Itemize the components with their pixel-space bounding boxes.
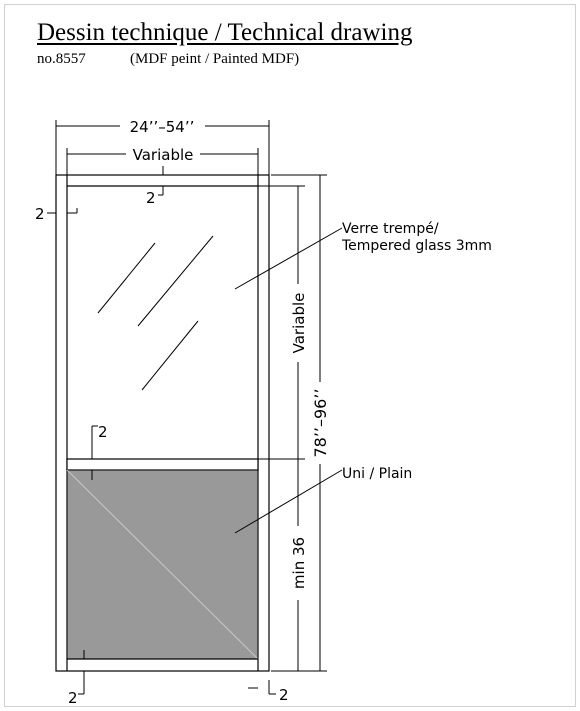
right-stile-marker	[248, 680, 276, 695]
bottom-rail-marker	[78, 650, 85, 695]
middle-rail	[66, 458, 259, 471]
middle-rail-marker	[91, 425, 98, 480]
glass-callout-line2: Tempered glass 3mm	[341, 238, 492, 254]
overall-width-dimension	[55, 120, 270, 175]
lower-height-label: min 36	[290, 537, 308, 589]
panel-diagonal	[66, 469, 259, 660]
right-stile-dim-label: 2	[279, 686, 289, 704]
height-dimensions	[258, 174, 327, 672]
left-stile-dim-label: 2	[35, 205, 45, 223]
glass-panel	[97, 235, 214, 391]
panel-callout: Uni / Plain	[342, 466, 412, 482]
overall-width-label: 24’’–54’’	[130, 118, 195, 136]
page-border	[4, 4, 576, 707]
left-stile-marker	[47, 208, 78, 214]
top-rail-dim-label: 2	[146, 189, 156, 207]
overall-height-label: 78’’–96’’	[311, 388, 330, 457]
model-number: no.8557	[37, 51, 86, 67]
inner-width-dimension	[66, 148, 259, 175]
page-title: Dessin technique / Technical drawing	[37, 19, 413, 46]
upper-height-label: Variable	[290, 293, 308, 354]
callout-leaders	[234, 227, 343, 534]
middle-rail-dim-label: 2	[98, 423, 108, 441]
inner-width-label: Variable	[133, 146, 194, 164]
bottom-rail-dim-label: 2	[68, 689, 78, 707]
glass-callout-line1: Verre trempé/	[342, 221, 439, 237]
material-label: (MDF peint / Painted MDF)	[130, 51, 300, 67]
top-rail-marker	[158, 166, 164, 196]
